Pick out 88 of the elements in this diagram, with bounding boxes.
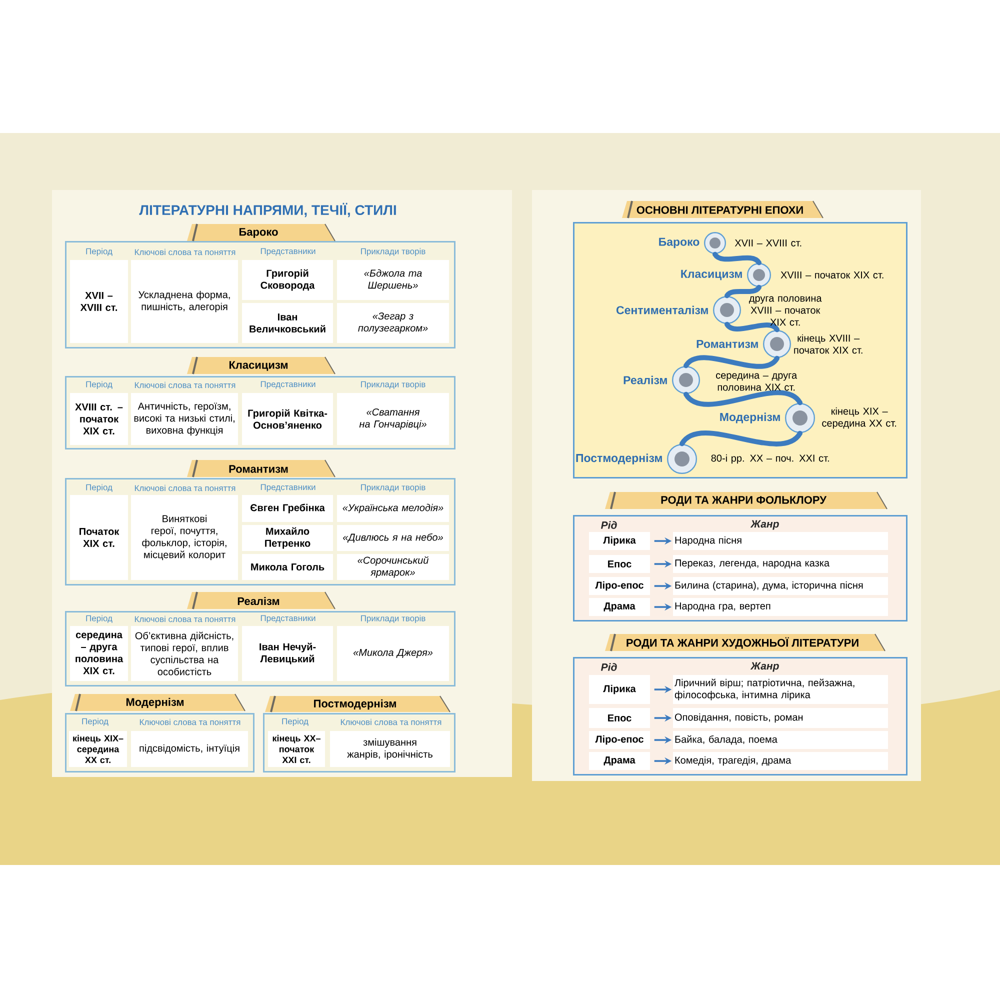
- column-header: Ключові слова та поняття: [134, 382, 236, 388]
- heading-banner: ОСНОВНІ ЛІТЕРАТУРНІ ЕПОХИ: [622, 200, 824, 218]
- date-text: друга половина XVIII – початок XIX ст.: [749, 296, 822, 326]
- heading-banner: Класицизм: [187, 356, 336, 374]
- heading-banner: Постмодернізм: [265, 696, 450, 713]
- column-header: Ключові слова та поняття: [140, 718, 240, 726]
- table-cell: «Дивлюсь я на небо»: [337, 525, 449, 551]
- heading-banner: Реалізм: [187, 592, 336, 610]
- column-header: Представники: [260, 484, 316, 492]
- column-header: Період: [86, 484, 112, 492]
- table-cell: Михайло Петренко: [242, 525, 333, 551]
- table-cell: підсвідомість, інтуїція: [131, 731, 248, 767]
- table-cell: Билина (старина), дума, історична пісня: [673, 577, 888, 595]
- table-cell: Початок XIX ст.: [70, 495, 128, 580]
- table-cell: кінець XIX– середина XX ст.: [69, 731, 127, 767]
- date-text: 80-і рр. XX – поч. XXI ст.: [711, 454, 829, 464]
- table-cell: Оповідання, повість, роман: [673, 708, 888, 728]
- table-cell: Драма: [589, 752, 650, 770]
- date-text: XVIII – початок XIX ст.: [780, 272, 884, 278]
- table-cell: Об’єктивна дійсність, типові герої, вплив суспільства на особистість: [131, 626, 238, 681]
- heading-banner: РОДИ ТА ЖАНРИ ХУДОЖНЬОЇ ЛІТЕРАТУРИ: [605, 634, 886, 652]
- table-cell: Ліро-епос: [589, 577, 650, 595]
- date-text: середина – друга половина XIX ст.: [716, 373, 798, 391]
- table-cell: «Сватання на Гончарівці»: [337, 393, 449, 445]
- column-header: Період: [86, 381, 112, 389]
- table-cell: «Зегар з полузегарком»: [337, 303, 449, 343]
- heading-banner: Модернізм: [70, 694, 246, 712]
- table-cell: Григорій Квітка-Основ’яненко: [242, 393, 333, 445]
- heading-banner: Романтизм: [187, 460, 336, 478]
- column-header: Приклади творів: [361, 615, 426, 623]
- table-cell: Епос: [589, 555, 650, 573]
- column-header: Приклади творів: [361, 484, 426, 492]
- table-cell: «Українська мелодія»: [337, 495, 449, 522]
- table-cell: Іван Величковський: [242, 303, 333, 343]
- column-header: Період: [282, 718, 308, 726]
- table-cell: «Бджола та Шершень»: [337, 260, 449, 300]
- table-cell: XVII – XVIII ст.: [70, 260, 128, 343]
- table-cell: XVIII ст. – початок XIX ст.: [70, 393, 128, 445]
- table-cell: Народна пісня: [673, 532, 888, 550]
- column-header: Період: [86, 615, 112, 623]
- table-cell: «Сорочинський ярмарок»: [337, 554, 449, 580]
- table-cell: Комедія, трагедія, драма: [673, 752, 888, 770]
- column-header: Представники: [260, 615, 316, 623]
- table-cell: Ліричний вірш; патріотична, пейзажна, філософська, інтимна лірика: [673, 675, 888, 704]
- table-cell: Євген Гребінка: [242, 495, 333, 522]
- table-cell: Григорій Сковорода: [242, 260, 333, 300]
- column-header: Ключові слова та поняття: [134, 484, 236, 492]
- table-cell: змішування жанрів, іронічність: [330, 731, 450, 767]
- column-header: Представники: [260, 381, 316, 389]
- column-header: Жанр: [750, 520, 779, 530]
- heading-banner: Бароко: [187, 224, 336, 242]
- column-header: Приклади творів: [361, 381, 426, 389]
- table-cell: Іван Нечуй-Левицький: [242, 626, 333, 681]
- table-cell: Микола Гоголь: [242, 554, 333, 580]
- column-header: Період: [82, 718, 108, 726]
- date-text: XVII – XVIII ст.: [734, 240, 802, 246]
- date-text: кінець XVIII – початок XIX ст.: [794, 334, 862, 354]
- date-text: кінець XIX – середина XX ст.: [822, 407, 896, 429]
- road: [724, 284, 762, 298]
- column-header: Жанр: [750, 662, 779, 672]
- table-cell: середина – друга половина XIX ст.: [70, 626, 128, 681]
- column-header: Період: [86, 248, 112, 256]
- column-header: Ключові слова та поняття: [134, 616, 236, 622]
- column-header: Ключові слова та поняття: [134, 248, 236, 256]
- table-cell: Переказ, легенда, народна казка: [673, 555, 888, 573]
- column-header: Рід: [600, 521, 617, 529]
- column-header: Приклади творів: [361, 248, 426, 256]
- road: [684, 390, 802, 407]
- table-cell: Ускладнена форма, пишність, алегорія: [131, 260, 238, 343]
- column-header: Представники: [260, 248, 316, 256]
- table-cell: «Микола Джеря»: [337, 626, 449, 681]
- road: [712, 252, 762, 266]
- table-cell: Байка, балада, поема: [673, 731, 888, 750]
- column-header: Ключові слова та поняття: [340, 718, 442, 726]
- page-title: ЛІТЕРАТУРНІ НАПРЯМИ, ТЕЧІЇ, СТИЛІ: [139, 202, 396, 218]
- table-cell: Драма: [589, 598, 650, 616]
- road: [680, 430, 802, 446]
- table-cell: Ліро-епос: [589, 731, 650, 750]
- table-cell: Епос: [589, 708, 650, 728]
- table-cell: кінець XX– початок XXI ст.: [268, 731, 325, 767]
- table-cell: Народна гра, вертеп: [673, 598, 888, 616]
- table-cell: Лірика: [589, 675, 650, 704]
- heading-banner: РОДИ ТА ЖАНРИ ФОЛЬКЛОРУ: [605, 492, 888, 510]
- column-header: Рід: [600, 663, 617, 671]
- road: [724, 322, 780, 332]
- table-cell: Виняткові герої, почуття, фольклор, історія, місцевий колорит: [131, 495, 238, 580]
- table-cell: Лірика: [589, 532, 650, 550]
- table-cell: Античність, героїзм, високі та низькі стилі, виховна функція: [131, 393, 238, 445]
